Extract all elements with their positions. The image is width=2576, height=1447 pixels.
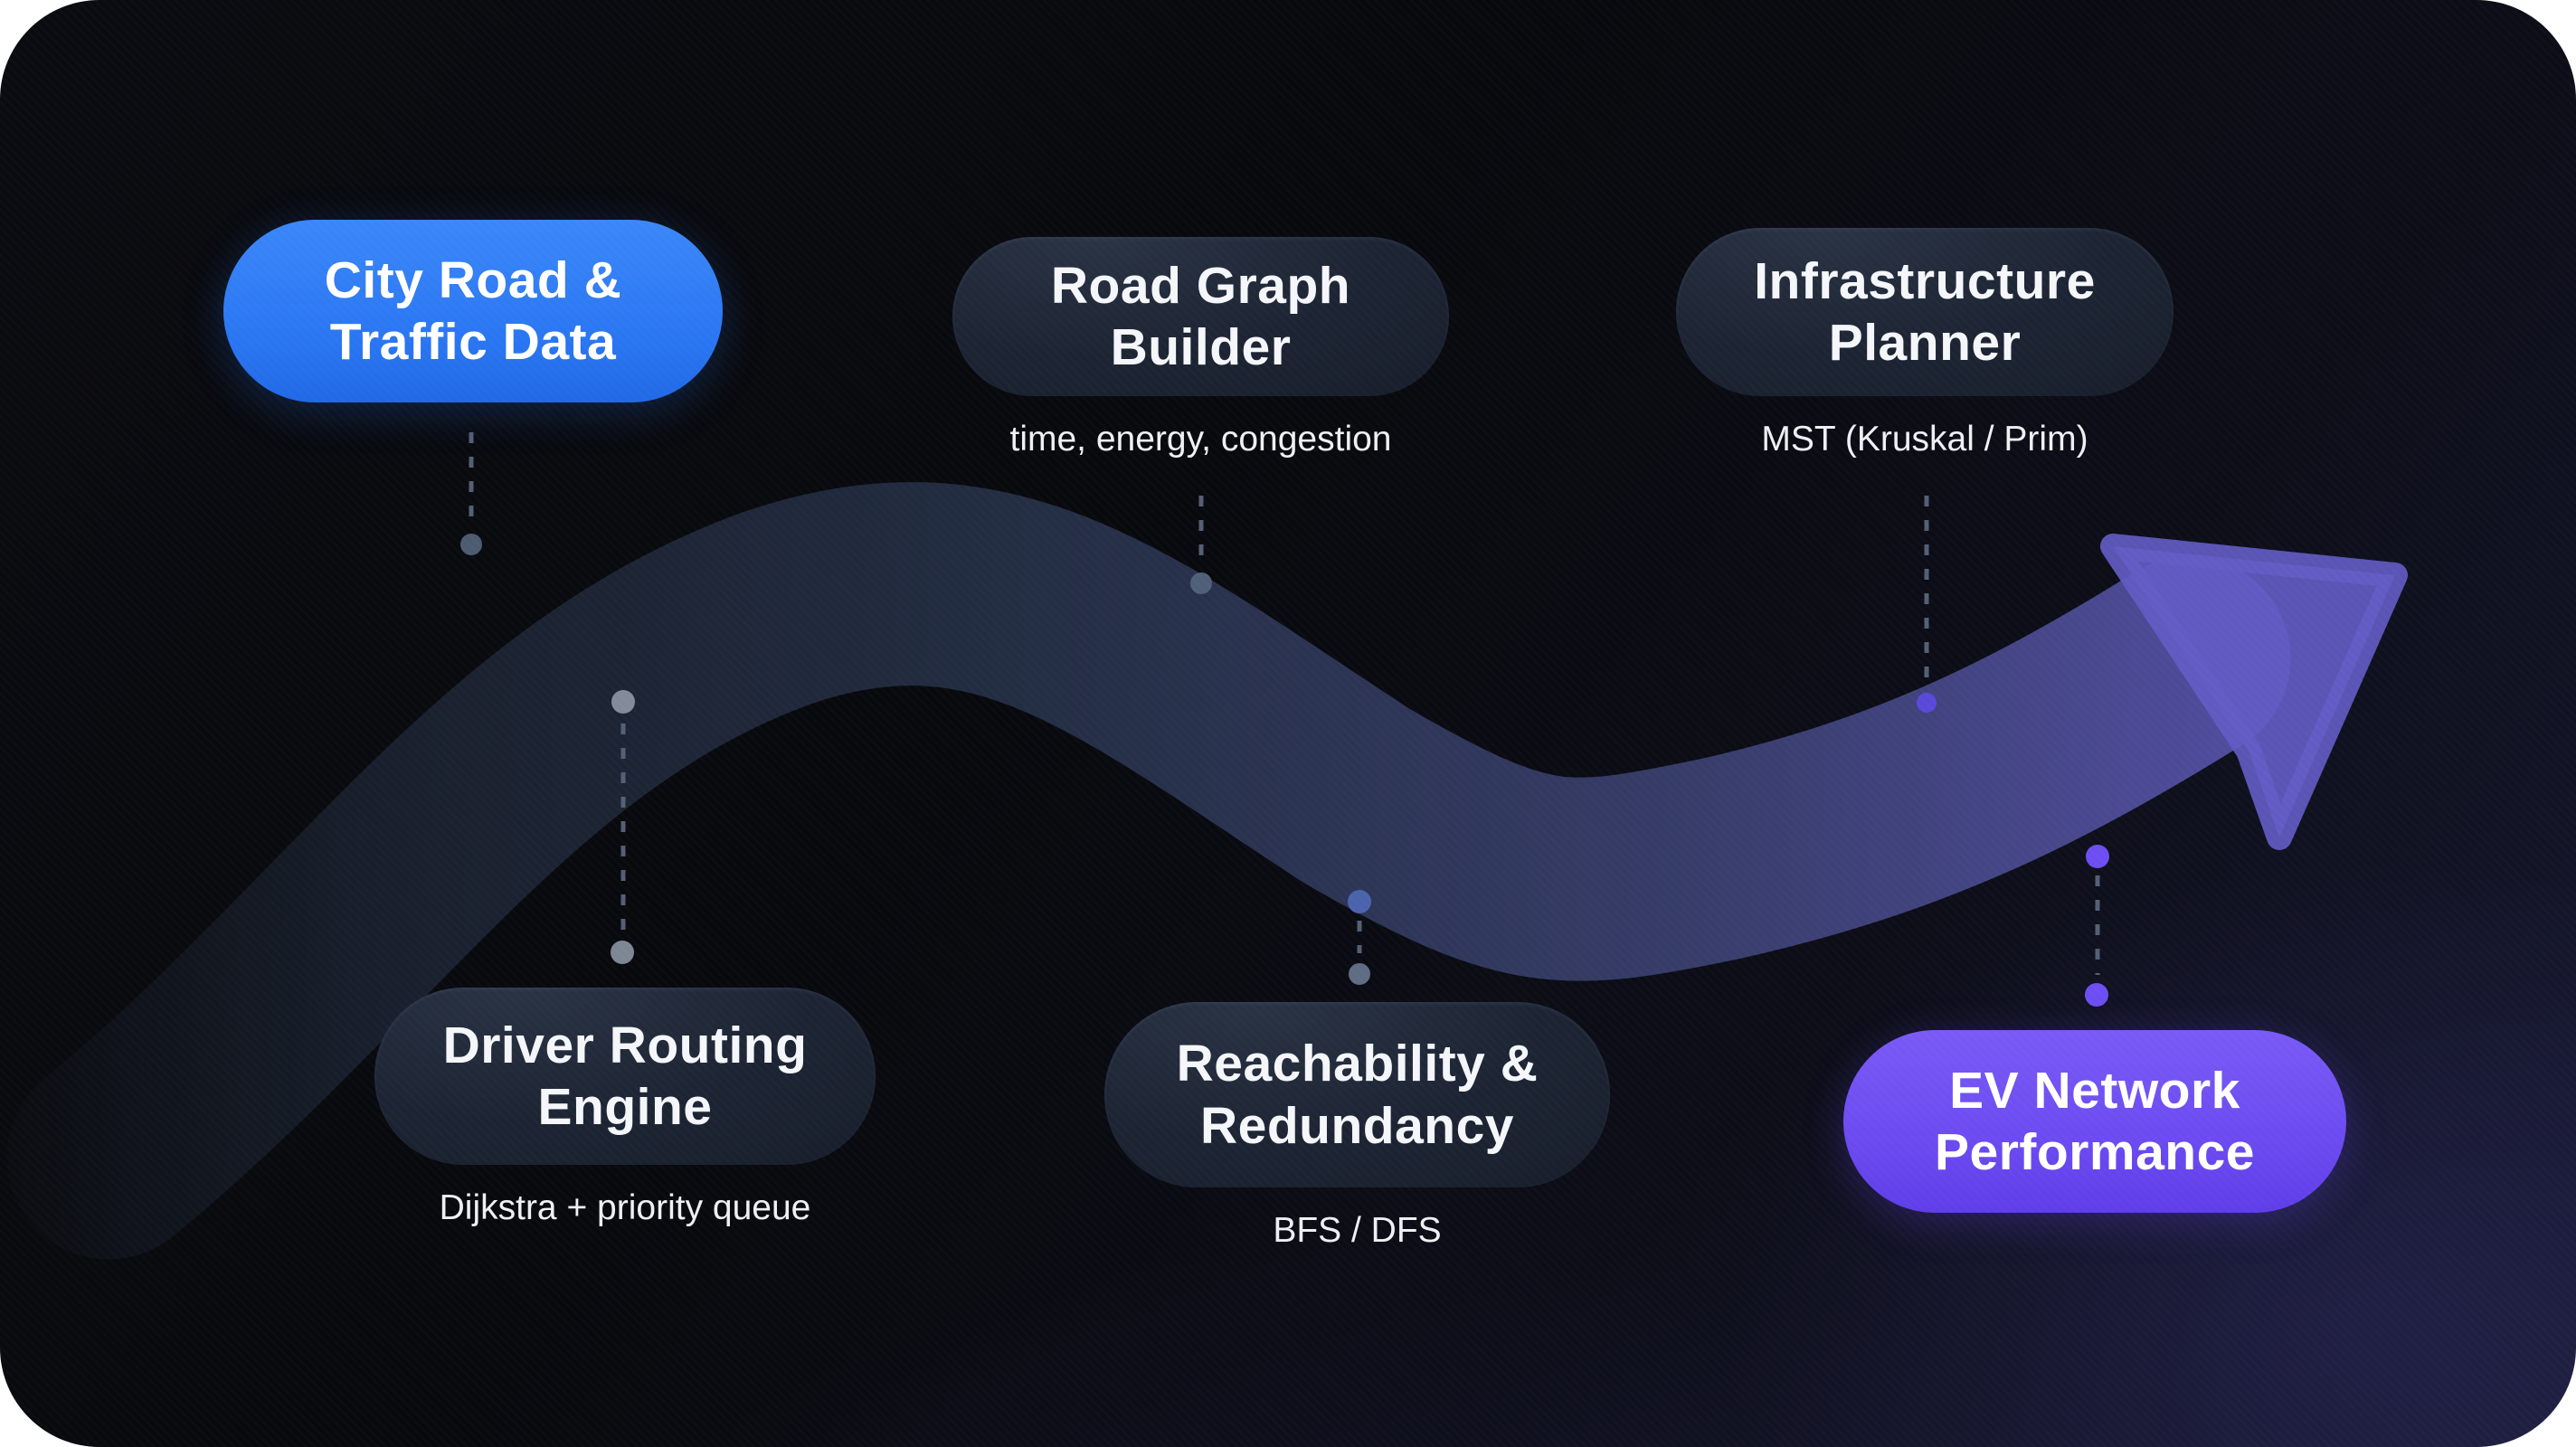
node-driver-routing-engine: Driver Routing Engine Dijkstra + priorit…: [374, 988, 876, 1228]
node-subtitle-reachability-redundancy: BFS / DFS: [1273, 1211, 1442, 1250]
node-city-road-traffic-data: City Road & Traffic Data: [223, 220, 723, 402]
connector-dot: [611, 690, 635, 714]
connector-dot: [1348, 890, 1371, 913]
node-subtitle-driver-routing-engine: Dijkstra + priority queue: [439, 1188, 811, 1227]
connector-driver: [611, 690, 635, 964]
connector-dot: [1917, 693, 1937, 713]
node-pill-city-road-traffic-data: City Road & Traffic Data: [223, 220, 723, 402]
connector-dot: [460, 534, 482, 555]
node-pill-ev-network-performance: EV Network Performance: [1843, 1030, 2346, 1213]
node-subtitle-infrastructure-planner: MST (Kruskal / Prim): [1761, 420, 2088, 459]
node-ev-network-performance: EV Network Performance: [1843, 1030, 2346, 1213]
node-pill-infrastructure-planner: Infrastructure Planner: [1676, 228, 2174, 396]
node-pill-road-graph-builder: Road Graph Builder: [952, 237, 1449, 396]
connector-dot: [611, 941, 634, 964]
connector-city-road: [460, 432, 482, 555]
node-road-graph-builder: Road Graph Builder time, energy, congest…: [952, 237, 1449, 459]
connector-ev-network: [2085, 845, 2109, 1007]
node-infrastructure-planner: Infrastructure Planner MST (Kruskal / Pr…: [1676, 228, 2174, 459]
connector-road-graph: [1190, 496, 1212, 594]
node-subtitle-road-graph-builder: time, energy, congestion: [1009, 420, 1392, 459]
node-reachability-redundancy: Reachability & Redundancy BFS / DFS: [1104, 1002, 1610, 1251]
connector-dot: [2085, 983, 2108, 1007]
connector-dot: [2086, 845, 2109, 868]
arrow-head-icon: [2100, 534, 2408, 850]
node-pill-driver-routing-engine: Driver Routing Engine: [374, 988, 876, 1165]
connector-dot: [1349, 963, 1370, 985]
connector-infrastructure: [1917, 496, 1937, 713]
node-pill-reachability-redundancy: Reachability & Redundancy: [1104, 1002, 1610, 1187]
arrow-band: [6, 482, 2291, 1260]
connector-dot: [1190, 572, 1212, 594]
connector-reachability: [1348, 890, 1371, 985]
